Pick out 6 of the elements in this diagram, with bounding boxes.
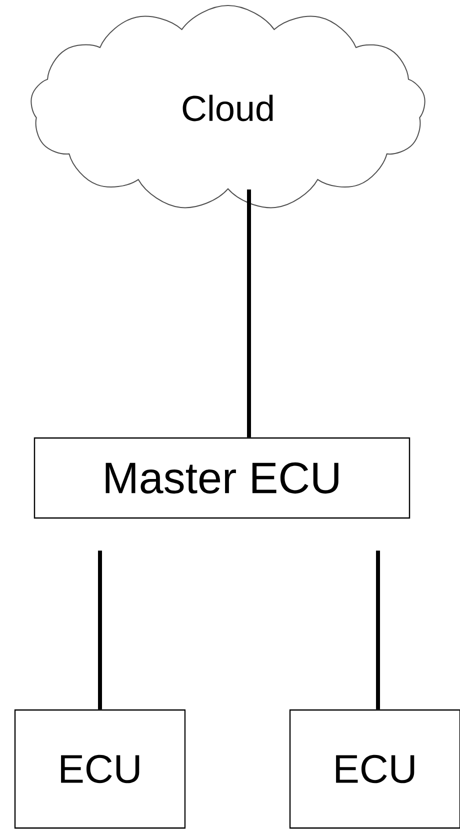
connector-line <box>98 550 102 710</box>
connector-line <box>247 190 251 438</box>
ecu-box: ECU <box>14 709 186 829</box>
ecu-box: Master ECU <box>34 437 410 519</box>
connector-line <box>376 550 380 710</box>
ecu-box: ECU <box>289 709 460 829</box>
